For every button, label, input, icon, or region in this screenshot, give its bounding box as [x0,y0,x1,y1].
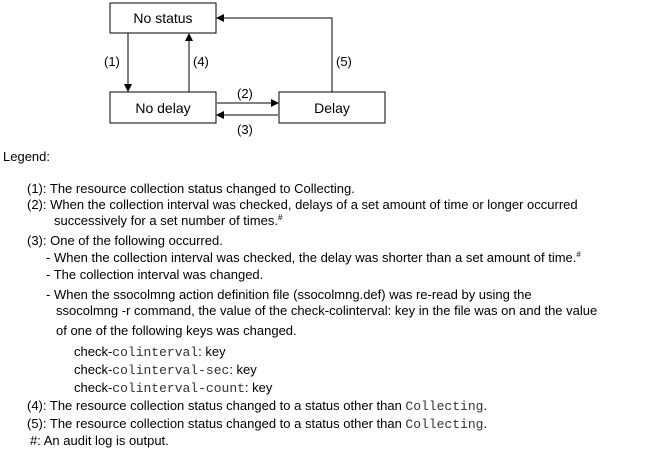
edge-3-label: (3) [237,122,253,137]
edge-5-label: (5) [336,54,352,69]
legend-item-4: (4): The resource collection status chan… [27,398,487,415]
key-suffix: : key [198,344,226,359]
legend-item-3: (3): One of the following occurred. [27,233,223,248]
legend-item-2-line-1: (2): When the collection interval was ch… [27,197,578,212]
key-prefix: check- [74,362,113,377]
key-prefix: check- [74,344,113,359]
legend-item-5-end: . [483,416,488,431]
legend-title: Legend: [3,149,50,164]
status-collecting: Collecting [405,399,484,414]
audit-hash-mark: # [576,250,581,259]
edge-5-arrow [216,14,333,92]
key-name: colinterval-count [112,381,245,396]
key-colinterval-sec: check-colinterval-sec: key [74,362,257,379]
node-delay: Delay [278,91,386,124]
legend-item-3-sub-3-line-1: - When the ssocolmng action definition f… [46,287,532,302]
audit-hash-mark: # [277,213,283,222]
legend-item-3-sub-1-text: - When the collection interval was check… [46,250,577,265]
key-colinterval: check-colinterval: key [74,344,226,361]
edge-1-label: (1) [104,54,120,69]
status-collecting: Collecting [405,417,484,432]
legend-item-4-end: . [483,398,488,413]
key-prefix: check- [74,380,113,395]
legend-item-5: (5): The resource collection status chan… [27,416,487,433]
key-name: colinterval-sec [112,363,230,378]
node-no-delay: No delay [109,91,217,124]
legend-item-1: (1): The resource collection status chan… [27,181,355,196]
node-no-status: No status [109,2,217,34]
legend-item-3-sub-2: - The collection interval was changed. [46,267,264,282]
legend-note: #: An audit log is output. [30,433,169,448]
legend-item-3-sub-3-line-2: ssocolmng -r command, the value of the c… [56,303,598,318]
key-name: colinterval [112,345,199,360]
node-delay-label: Delay [314,100,350,116]
key-colinterval-count: check-colinterval-count: key [74,380,272,397]
node-no-status-label: No status [133,10,192,26]
node-no-delay-label: No delay [135,100,190,116]
edge-4-label: (4) [193,54,209,69]
legend-item-2-line-2: successively for a set number of times.# [54,213,282,229]
key-suffix: : key [244,380,273,395]
key-suffix: : key [229,362,257,377]
legend-item-5-text: (5): The resource collection status chan… [27,416,406,431]
legend-item-4-text: (4): The resource collection status chan… [27,398,406,413]
legend-item-3-sub-1: - When the collection interval was check… [46,250,581,266]
legend-item-3-sub-3-line-3: of one of the following keys was changed… [56,323,297,338]
legend-item-2-text: successively for a set number of times. [54,213,278,228]
edge-2-label: (2) [237,86,253,101]
state-diagram: No status No delay Delay (1) (4) (2) (3)… [104,2,386,137]
